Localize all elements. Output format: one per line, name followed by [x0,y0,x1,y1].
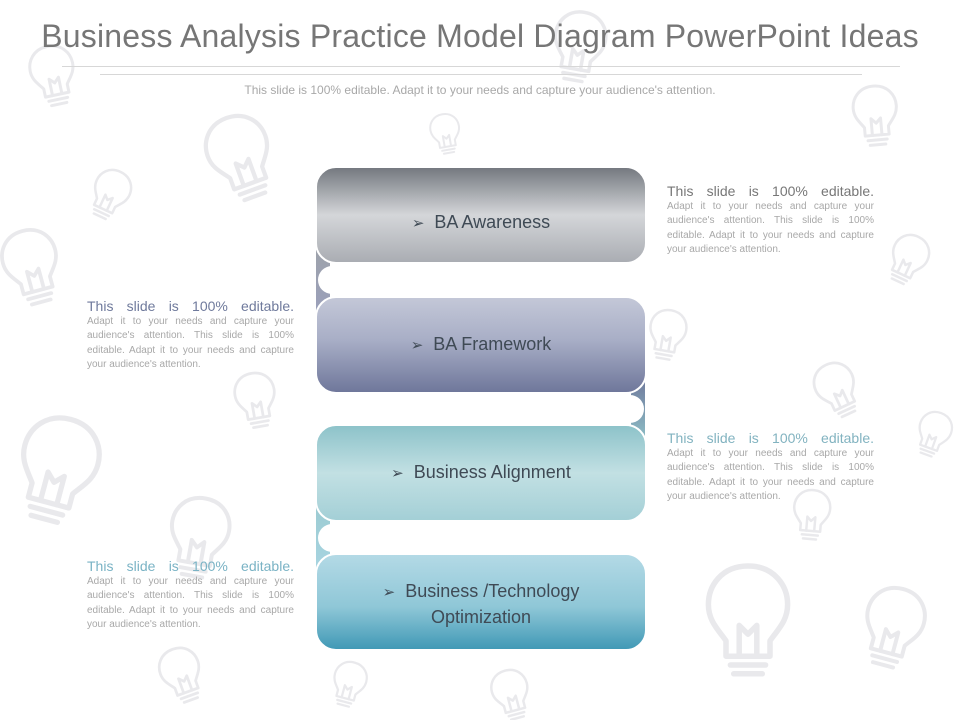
stage-label-ba-awareness: ➢BA Awareness [411,212,551,232]
stage-label-business-alignment: ➢Business Alignment [391,462,571,482]
notch-1-2 [318,266,640,294]
note-heading: This slide is 100% editable. [667,430,874,446]
note-ba-framework: This slide is 100% editable. Adapt it to… [87,298,294,373]
stage-label-business-technology-optimization: ➢Business /Technology Optimization [382,581,580,627]
slide-subtitle: This slide is 100% editable. Adapt it to… [244,83,716,97]
stage-band-ba-awareness [315,166,647,264]
stage-band-business-technology-optimization [315,553,647,651]
title-divider-top [62,66,900,67]
note-body: Adapt it to your needs and capture your … [667,201,874,256]
stage-band-ba-framework [315,296,647,394]
note-heading: This slide is 100% editable. [667,183,874,199]
notch-2-3 [322,395,644,423]
arrow-bullet-icon: ➢ [411,215,425,232]
arrow-bullet-icon: ➢ [391,465,404,482]
note-business-technology-optimization: This slide is 100% editable. Adapt it to… [87,558,294,633]
arrow-bullet-icon: ➢ [382,584,396,601]
note-ba-awareness: This slide is 100% editable. Adapt it to… [667,183,874,258]
notch-3-4 [318,524,640,552]
stage-band-business-alignment [315,424,647,522]
title-divider-bottom [100,74,862,75]
slide-title: Business Analysis Practice Model Diagram… [41,18,919,54]
note-body: Adapt it to your needs and capture your … [667,448,874,503]
note-body: Adapt it to your needs and capture your … [87,576,294,631]
arrow-bullet-icon: ➢ [410,337,424,354]
stage-label-ba-framework: ➢BA Framework [410,334,552,354]
note-body: Adapt it to your needs and capture your … [87,316,294,371]
note-business-alignment: This slide is 100% editable. Adapt it to… [667,430,874,505]
note-heading: This slide is 100% editable. [87,558,294,574]
note-heading: This slide is 100% editable. [87,298,294,314]
